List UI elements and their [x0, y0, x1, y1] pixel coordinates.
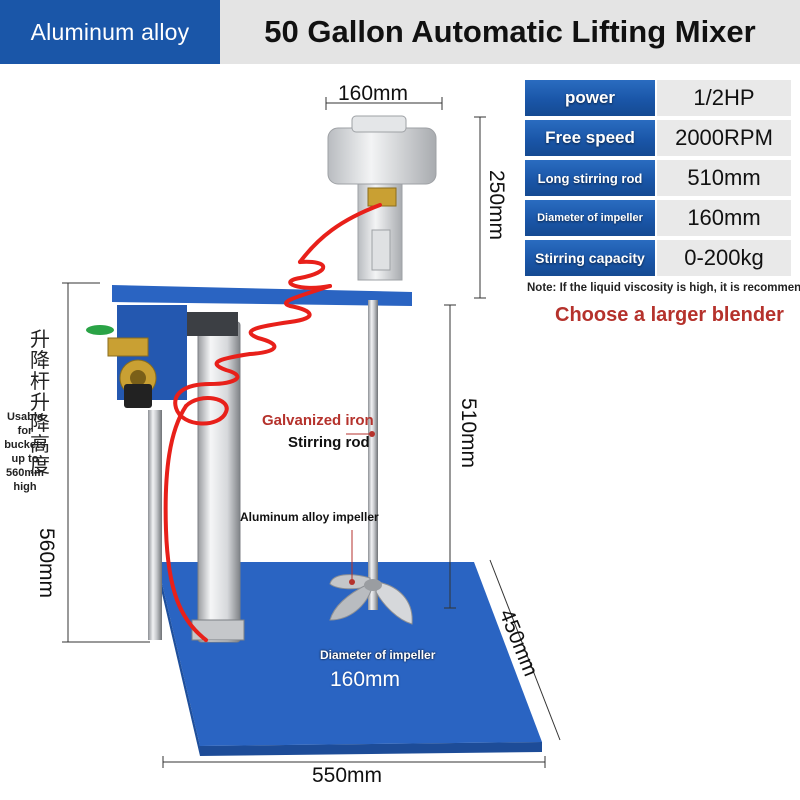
spec-value-capacity: 0-200kg	[657, 240, 791, 276]
dimension-lines	[62, 97, 561, 768]
galvanized-label: Galvanized iron	[262, 412, 374, 429]
top-arm	[112, 285, 412, 306]
base-width-dimension: 550mm	[312, 764, 383, 787]
valve-handle	[86, 325, 114, 335]
spec-value-rod: 510mm	[657, 160, 791, 196]
lift-height-dimension: 560mm	[35, 528, 58, 599]
motor-inlet	[367, 187, 397, 207]
stirring-rod-label: Stirring rod	[288, 434, 370, 451]
spec-label-speed: Free speed	[525, 120, 655, 156]
viscosity-note: Note: If the liquid viscosity is high, i…	[527, 282, 800, 294]
lift-height-chinese-label: 升降杆升降高度	[30, 329, 50, 477]
motor-width-dimension: 160mm	[338, 82, 409, 105]
spec-label-impeller: Diameter of impeller	[525, 200, 655, 236]
spec-value-impeller: 160mm	[657, 200, 791, 236]
spec-label-capacity: Stirring capacity	[525, 240, 655, 276]
spec-value-speed: 2000RPM	[657, 120, 791, 156]
diameter-label: Diameter of impeller	[320, 648, 436, 662]
air-hose	[163, 203, 382, 642]
valve-fitting	[107, 337, 149, 357]
impeller-diameter-dimension: 160mm	[330, 668, 401, 691]
cylinder-cap	[186, 312, 238, 336]
page-title: 50 Gallon Automatic Lifting Mixer	[220, 0, 800, 64]
air-motor	[327, 127, 437, 185]
recommendation: Choose a larger blender	[555, 304, 784, 326]
bucket-note: Usable for buckets up to 560mm high	[4, 411, 46, 493]
rod-length-dimension: 510mm	[457, 398, 480, 469]
spec-value-power: 1/2HP	[657, 80, 791, 116]
impeller-label: Aluminum alloy impeller	[240, 510, 379, 524]
material-banner: Aluminum alloy	[0, 0, 220, 64]
regulator-knob	[124, 384, 152, 408]
cylinder-foot	[191, 619, 245, 641]
motor-height-dimension: 250mm	[485, 170, 508, 241]
lift-cylinder	[197, 321, 241, 643]
stirring-rod-shape	[368, 300, 378, 610]
spec-label-rod: Long stirring rod	[525, 160, 655, 196]
support-rod	[148, 410, 162, 640]
spec-label-power: power	[525, 80, 655, 116]
